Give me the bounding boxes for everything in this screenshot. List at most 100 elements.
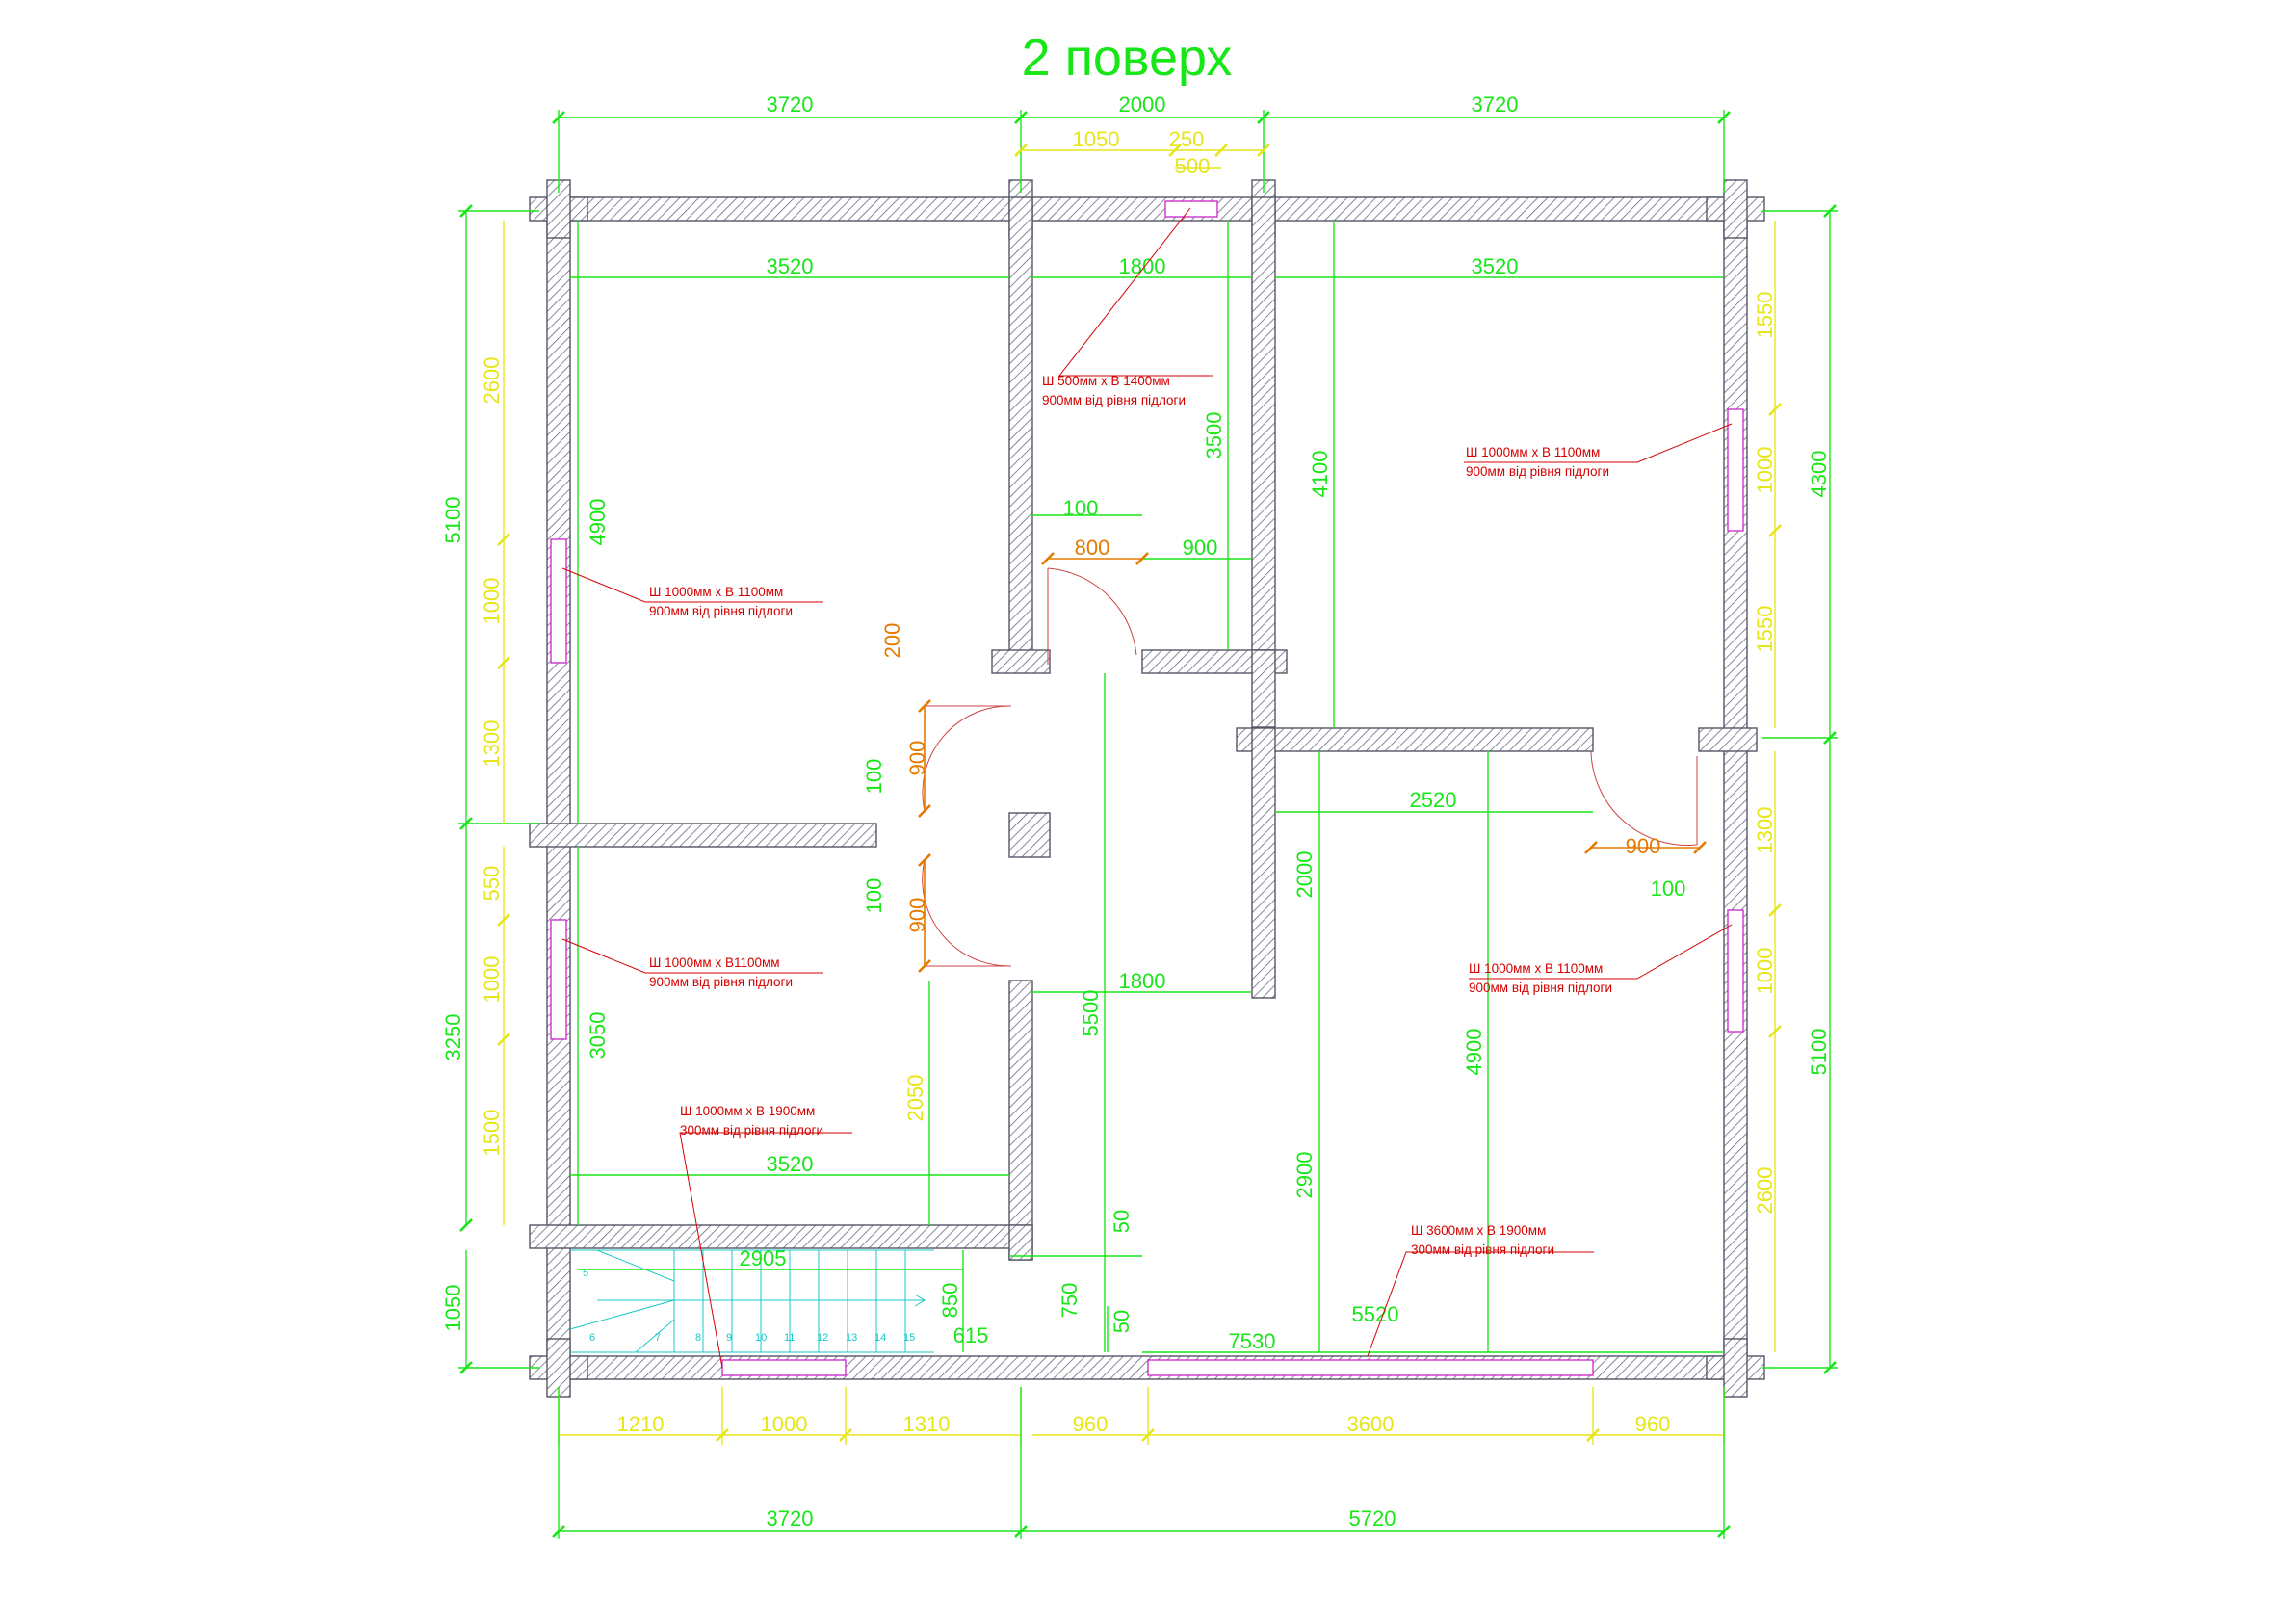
wall-interior [1251,649,1276,728]
wall-right [1723,196,1748,1380]
dim-bottom-1310: 1310 [903,1412,951,1436]
dim-room-br-5520: 5520 [1352,1302,1399,1326]
door-room-bl [922,859,1012,967]
dim-top-outer-right: 3720 [1472,92,1519,117]
dim-left-1300: 1300 [480,720,504,768]
note-window-bl-line1: Ш 1000мм х В1100мм [649,955,780,970]
window-notes: Ш 500мм х В 1400мм 900мм від рівня підло… [561,207,1733,1369]
dim-right-1550-b: 1550 [1753,606,1777,653]
dim-top-1050: 1050 [1073,127,1120,151]
note-window-bottom-left-line2: 300мм від рівня підлоги [680,1123,823,1138]
dim-left-550: 550 [480,866,504,902]
dim-door-r-900: 900 [1626,834,1661,858]
dim-right-4300: 4300 [1807,451,1831,498]
stair-step-7: 7 [655,1332,661,1344]
dim-left-1050: 1050 [441,1285,465,1332]
note-window-tl-line1: Ш 1000мм х В 1100мм [649,585,783,599]
dim-room-bl-width: 3520 [767,1152,814,1176]
dim-bottom-1000: 1000 [761,1412,808,1436]
dim-bottom-outer-right: 5720 [1349,1506,1396,1530]
dim-room-br-4900: 4900 [1462,1029,1486,1076]
dim-door-r-100: 100 [1651,876,1686,901]
dim-left-1000-b: 1000 [480,956,504,1004]
dim-750: 750 [1057,1283,1082,1319]
window-bottom-left [721,1359,847,1376]
wall-interior [991,649,1051,674]
dimension-ticks [459,111,1837,1538]
window-right-lower [1727,909,1744,1033]
dim-room-br-2900: 2900 [1292,1152,1317,1199]
stair-step-12: 12 [817,1332,828,1344]
dim-door-tl-900: 900 [905,741,929,776]
note-window-bl-line2: 900мм від рівня підлоги [649,975,793,989]
door-room-r [1590,750,1698,846]
dim-stair-2905: 2905 [740,1246,787,1270]
wall-interior [1008,196,1033,661]
dim-right-1300: 1300 [1753,807,1777,854]
dim-right-1550-a: 1550 [1753,292,1777,339]
dim-door-tl-200: 200 [880,623,904,659]
dim-right-1000-a: 1000 [1753,447,1777,494]
dim-room-br-7530: 7530 [1229,1329,1276,1353]
dim-top-outer-mid: 2000 [1119,92,1166,117]
stair-step-15: 15 [903,1332,915,1344]
stair-step-10: 10 [755,1332,767,1344]
dim-room-r-2520: 2520 [1410,788,1457,812]
dim-bottom-1210: 1210 [617,1412,665,1436]
dim-stair-615: 615 [953,1323,989,1347]
dim-left-3250: 3250 [441,1014,465,1061]
dim-bottom-960-b: 960 [1635,1412,1671,1436]
wall-left [546,196,571,1380]
note-window-br-line2: 900мм від рівня підлоги [1469,981,1612,995]
dim-hall-1800: 1800 [1119,969,1166,993]
dim-hall-5500: 5500 [1079,990,1103,1037]
dim-900-a: 900 [1183,536,1218,560]
stair: 5 6 7 8 9 10 11 12 13 14 15 [569,1249,934,1353]
doors [922,567,1698,967]
stair-step-11: 11 [784,1332,795,1344]
dim-right-1000-b: 1000 [1753,948,1777,995]
stair-arrow [597,1294,926,1307]
door-corridor [1047,567,1137,665]
dim-top-outer-left: 3720 [767,92,814,117]
dim-left-1000-a: 1000 [480,578,504,625]
dim-door-bl-900: 900 [905,898,929,933]
stair-step-9: 9 [726,1332,732,1344]
wall-interior [1008,812,1051,858]
wall-interior [1236,727,1594,752]
note-window-tr-line1: Ш 1000мм х В 1100мм [1466,445,1600,459]
wall-interior [1008,980,1033,1261]
wall-interior [529,1224,1031,1249]
wall-interior [529,823,877,848]
wall-top [546,196,1748,222]
note-window-br-line1: Ш 1000мм х В 1100мм [1469,961,1603,976]
note-window-bottom-left-line1: Ш 1000мм х В 1900мм [680,1104,815,1118]
stair-treads [569,1249,906,1353]
dim-stair-850: 850 [938,1283,962,1319]
wall-interior [1698,727,1758,752]
dim-room-r-2000: 2000 [1292,851,1317,899]
stair-step-5: 5 [583,1268,588,1279]
window-left-upper [550,538,567,664]
dim-corridor-width: 1800 [1119,254,1166,278]
window-left-lower [550,919,567,1040]
dimension-labels: 3720 2000 3720 1050 250 500 3520 1800 35… [441,92,1831,1530]
dim-top-500: 500 [1175,154,1211,178]
dim-right-5100: 5100 [1807,1029,1831,1076]
walls [529,179,1765,1398]
dim-room-tl-height: 4900 [586,499,610,546]
dim-corridor-3500: 3500 [1202,412,1226,459]
dim-right-2600: 2600 [1753,1167,1777,1215]
note-window-top-line2: 900мм від рівня підлоги [1042,393,1186,407]
dim-door-800: 800 [1075,536,1110,560]
note-window-top-line1: Ш 500мм х В 1400мм [1042,374,1170,388]
dim-50-a: 50 [1109,1210,1134,1233]
dim-room-bl-2050: 2050 [903,1075,927,1122]
dim-door-tl-100: 100 [862,759,886,795]
dim-room-bl-3050: 3050 [586,1012,610,1060]
note-window-tr-line2: 900мм від рівня підлоги [1466,464,1609,479]
dim-100-a: 100 [1063,496,1099,520]
plan-title: 2 поверх [1022,29,1233,87]
stair-step-8: 8 [695,1332,701,1344]
